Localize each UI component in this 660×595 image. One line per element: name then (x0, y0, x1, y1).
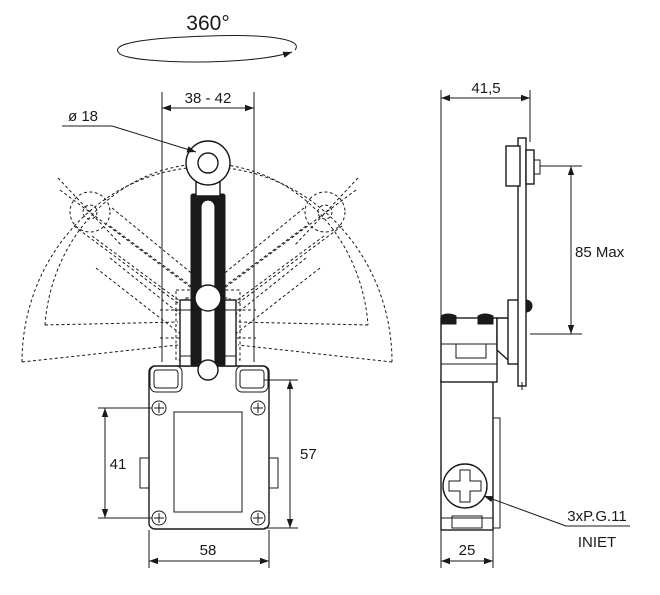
roller-wheel (185, 140, 231, 186)
mounting-screw (250, 510, 266, 526)
rotation-label: 360° (186, 12, 229, 35)
dimension-base-width: 25 (440, 530, 494, 568)
side-lever-rod (517, 137, 527, 390)
dimension-lever-width: 38 - 42 (161, 90, 255, 362)
mounting-screw (250, 400, 266, 416)
dimension-roller-diameter: ø 18 (62, 108, 197, 153)
roller-diameter-label: ø 18 (68, 108, 98, 125)
inlet-label: INIET (578, 534, 616, 551)
cable-entry-callout: 3xP.G.11 INIET (483, 495, 630, 551)
mounting-screw (151, 510, 167, 526)
cable-entry (442, 463, 488, 509)
overall-height-label: 57 (300, 446, 317, 463)
dimension-mounting-height: 41 (98, 407, 152, 519)
lever-width-label: 38 - 42 (185, 90, 232, 107)
side-head (440, 299, 533, 383)
cable-entry-label: 3xP.G.11 (567, 508, 627, 525)
base-width-label: 25 (459, 542, 476, 559)
roller-lever (190, 170, 226, 381)
mounting-screw (151, 400, 167, 416)
side-view: 41,5 85 Max 25 3xP.G.11 INIET (440, 80, 630, 568)
rotation-indicator: 360° (117, 12, 297, 63)
lever-length-label: 85 Max (575, 244, 625, 261)
depth-label: 41,5 (471, 80, 500, 97)
dimension-lever-length: 85 Max (530, 165, 625, 335)
mounting-height-label: 41 (110, 456, 127, 473)
dimension-overall-height: 57 (264, 379, 317, 529)
body-width-label: 58 (200, 542, 217, 559)
dimension-depth: 41,5 (440, 80, 531, 316)
front-view: 38 - 42 ø 18 58 41 57 (21, 90, 393, 568)
side-roller (505, 145, 541, 187)
dimension-body-width: 58 (148, 530, 270, 568)
switch-body (139, 365, 279, 530)
rotation-arrow (117, 35, 297, 63)
